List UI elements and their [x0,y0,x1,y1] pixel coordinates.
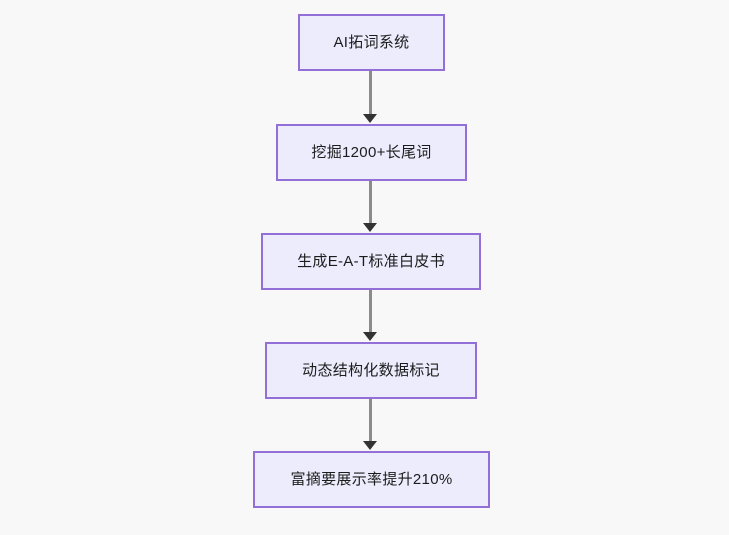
flowchart-edge-1-line [369,71,372,117]
flowchart-edge-2-arrowhead-icon [363,223,377,232]
flowchart-node-1-label: AI拓词系统 [333,34,410,51]
flowchart-edge-3-arrowhead-icon [363,332,377,341]
flowchart-node-3[interactable]: 生成E-A-T标准白皮书 [261,233,481,290]
flowchart-node-5[interactable]: 富摘要展示率提升210% [253,451,490,508]
flowchart-edge-4-line [369,399,372,444]
flowchart-edge-3-line [369,290,372,335]
flowchart-node-1[interactable]: AI拓词系统 [298,14,445,71]
flowchart-node-2-label: 挖掘1200+长尾词 [311,144,432,161]
flowchart-edge-2-line [369,181,372,226]
flowchart-node-3-label: 生成E-A-T标准白皮书 [297,253,445,270]
flowchart-node-4[interactable]: 动态结构化数据标记 [265,342,477,399]
flowchart-edge-4-arrowhead-icon [363,441,377,450]
flowchart-node-4-label: 动态结构化数据标记 [302,362,440,379]
flowchart-node-2[interactable]: 挖掘1200+长尾词 [276,124,467,181]
flowchart-edge-1-arrowhead-icon [363,114,377,123]
flowchart-node-5-label: 富摘要展示率提升210% [290,471,453,488]
